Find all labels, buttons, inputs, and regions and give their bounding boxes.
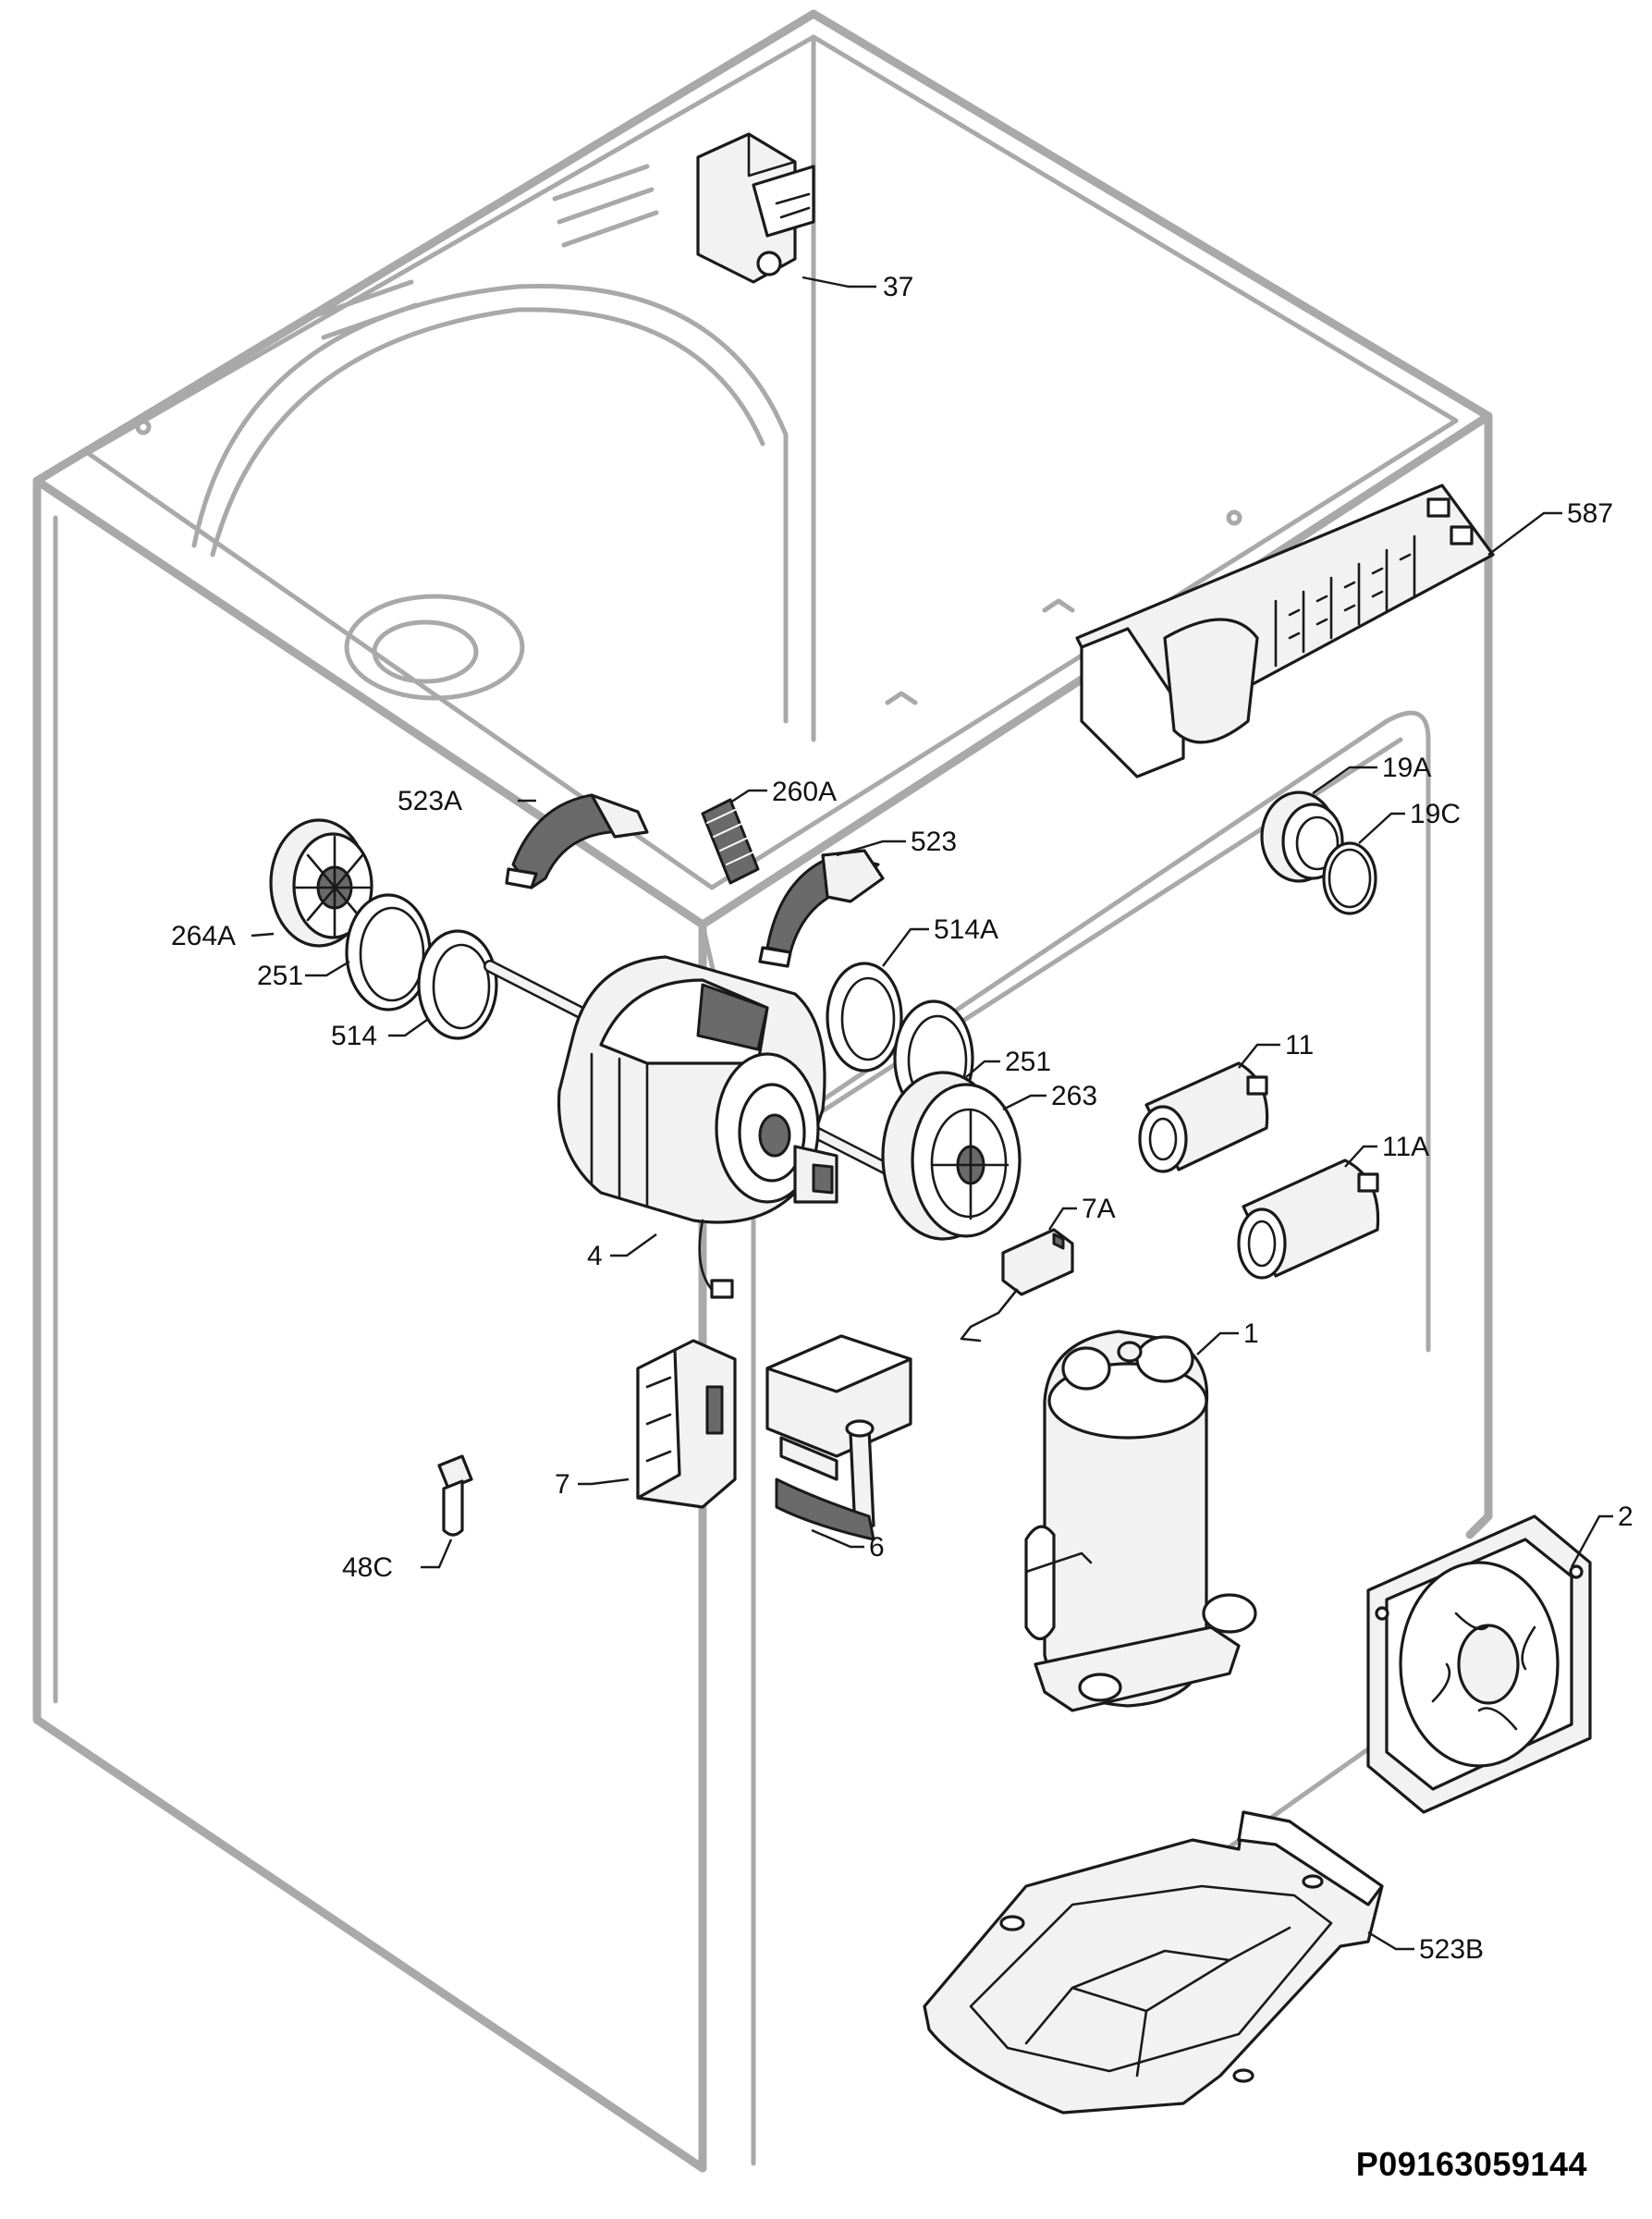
leader-lines	[251, 276, 1613, 1951]
part-19C-ring	[1322, 841, 1377, 915]
label-587: 587	[1567, 498, 1613, 529]
label-260A: 260A	[772, 777, 837, 807]
label-251-left: 251	[257, 961, 303, 991]
label-11: 11	[1285, 1030, 1314, 1060]
label-2: 2	[1618, 1502, 1634, 1532]
part-523-bracket	[758, 849, 885, 968]
part-37-switch	[696, 132, 815, 284]
part-2-fan	[1366, 1514, 1592, 1814]
label-19C: 19C	[1410, 799, 1461, 829]
drawing-code: P09163059144	[1355, 2145, 1587, 2183]
label-523B: 523B	[1419, 1934, 1484, 1965]
part-11-capacitor	[1138, 1061, 1269, 1173]
part-514A-ring-right	[826, 962, 903, 1073]
label-6: 6	[869, 1532, 885, 1563]
label-264A: 264A	[171, 921, 236, 951]
label-251-right: 251	[1005, 1047, 1051, 1077]
label-514: 514	[331, 1021, 377, 1051]
part-514-ring-left	[417, 929, 498, 1040]
part-4-motor	[483, 955, 931, 1299]
label-523A: 523A	[398, 786, 462, 816]
label-7A: 7A	[1082, 1194, 1116, 1224]
label-263: 263	[1051, 1081, 1097, 1111]
dryer-cabinet-outline	[32, 9, 1493, 2173]
label-514A: 514A	[934, 914, 998, 945]
part-7-door-lock	[636, 1339, 737, 1509]
part-260A-spring	[701, 798, 760, 885]
part-263-pulley	[881, 1071, 1022, 1241]
part-labels: 37 587 523A 260A 523 19A 19C 264A 251 51…	[171, 272, 1634, 1965]
part-587-control-board	[1075, 484, 1495, 778]
label-11A: 11A	[1382, 1132, 1429, 1162]
part-264A-pulley	[269, 818, 373, 948]
label-1: 1	[1243, 1318, 1259, 1349]
part-11A-capacitor	[1237, 1159, 1380, 1280]
label-19A: 19A	[1382, 753, 1431, 783]
label-4: 4	[587, 1241, 603, 1271]
part-523A-bracket	[505, 793, 649, 889]
label-48C: 48C	[342, 1552, 393, 1583]
part-6-pump	[765, 1334, 912, 1541]
part-7A-microswitch	[960, 1228, 1074, 1342]
label-7: 7	[555, 1469, 570, 1500]
label-37: 37	[883, 272, 913, 302]
part-523B-base-tray	[923, 1810, 1384, 2115]
part-1-compressor	[1024, 1330, 1257, 1712]
part-48C-sensor	[437, 1454, 473, 1537]
label-523: 523	[911, 827, 957, 857]
part-251-ring-left	[345, 893, 432, 1011]
